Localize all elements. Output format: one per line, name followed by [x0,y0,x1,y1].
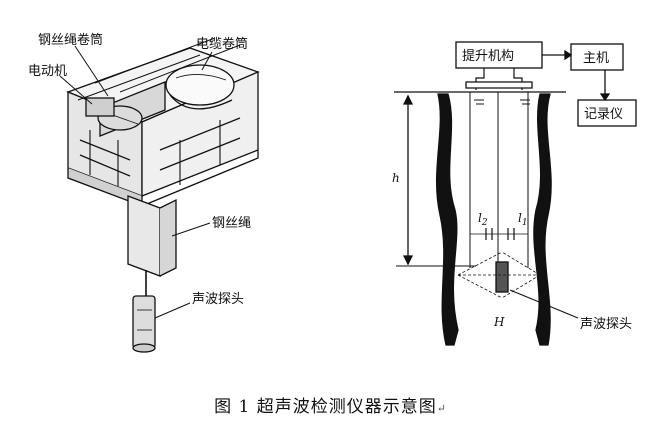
label-probe-left: 声波探头 [192,292,244,307]
figure-caption: 图 1 超声波检测仪器示意图↵ [0,392,661,417]
recorder-label: 记录仪 [584,107,623,122]
hole-symbol: H [493,315,505,329]
schematic-labels: 提升机构 主机 记录仪 h l2 l1 H 声波探头 [392,48,632,332]
l2-symbol: l2 [478,211,488,228]
lift-box [455,41,543,69]
label-wire-rope: 钢丝绳 [212,216,251,231]
recorder-box [577,99,637,127]
label-wire-drum: 钢丝绳卷筒 [38,32,103,48]
depth-symbol: h [392,171,400,185]
l1-symbol: l1 [518,211,528,228]
label-cable-drum: 电缆卷筒 [196,36,248,52]
caption-text: 图 1 超声波检测仪器示意图 [214,397,437,417]
label-motor: 电动机 [28,64,67,79]
instrument-labels: 钢丝绳卷筒 电动机 电缆卷筒 钢丝绳 声波探头 [28,32,251,307]
host-box [570,43,624,71]
schematic [394,41,637,346]
host-label: 主机 [583,51,609,66]
lift-label: 提升机构 [462,48,514,64]
return-mark-icon: ↵ [436,402,447,415]
label-probe-right: 声波探头 [580,317,632,332]
instrument-drawing [59,37,260,353]
